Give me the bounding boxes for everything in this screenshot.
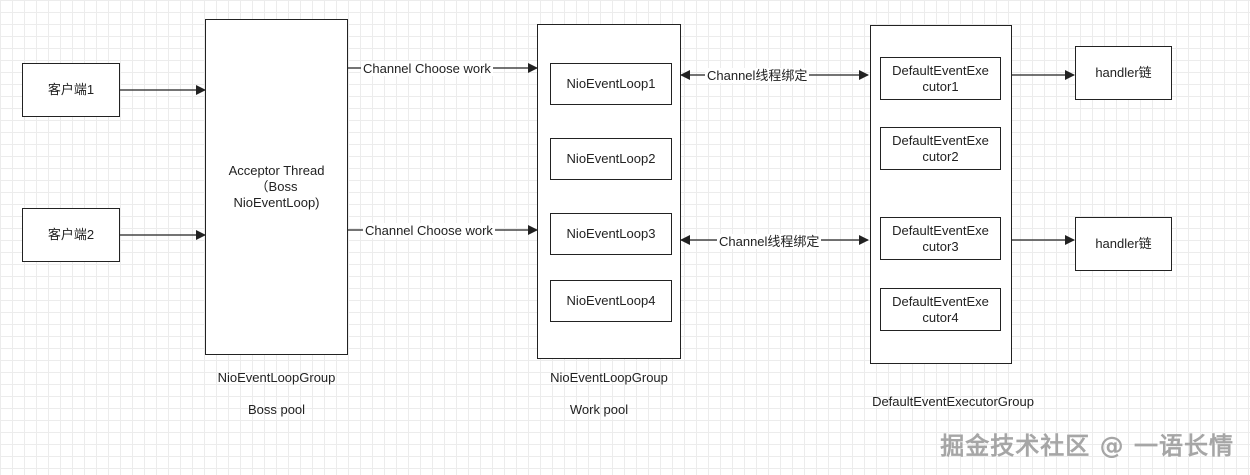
acceptor-thread-label: Acceptor Thread （Boss NioEventLoop) [228, 163, 325, 210]
edge-label-bind-2: Channel线程绑定 [717, 234, 822, 249]
nio-event-loop-3: NioEventLoop3 [550, 213, 672, 255]
executor-1-label: DefaultEventExe cutor1 [892, 62, 989, 94]
watermark: 掘金技术社区 @ 一语长情 [940, 432, 1234, 460]
boss-pool-label: Boss pool [247, 402, 306, 417]
handler-chain-1: handler链 [1075, 46, 1172, 100]
handler-chain-2: handler链 [1075, 217, 1172, 271]
acceptor-thread-box: Acceptor Thread （Boss NioEventLoop) [205, 19, 348, 355]
work-group-label: NioEventLoopGroup [550, 370, 668, 385]
nio-event-loop-2-label: NioEventLoop2 [566, 151, 656, 166]
executor-3-label: DefaultEventExe cutor3 [892, 222, 989, 254]
client-1-box: 客户端1 [22, 63, 120, 117]
work-pool-label: Work pool [569, 402, 629, 417]
executor-group-label: DefaultEventExecutorGroup [872, 394, 1034, 409]
executor-4: DefaultEventExe cutor4 [880, 288, 1001, 331]
handler-chain-2-label: handler链 [1095, 236, 1152, 251]
executor-2: DefaultEventExe cutor2 [880, 127, 1001, 170]
edge-label-bind-1: Channel线程绑定 [705, 68, 810, 83]
boss-group-label: NioEventLoopGroup [217, 370, 336, 385]
nio-event-loop-3-label: NioEventLoop3 [566, 226, 656, 241]
nio-event-loop-1: NioEventLoop1 [550, 63, 672, 105]
nio-event-loop-1-label: NioEventLoop1 [566, 76, 656, 91]
edge-label-choose-work-2: Channel Choose work [363, 223, 495, 238]
client-1-label: 客户端1 [47, 82, 95, 97]
executor-2-label: DefaultEventExe cutor2 [892, 132, 989, 164]
handler-chain-1-label: handler链 [1095, 65, 1152, 80]
executor-1: DefaultEventExe cutor1 [880, 57, 1001, 100]
client-2-box: 客户端2 [22, 208, 120, 262]
executor-3: DefaultEventExe cutor3 [880, 217, 1001, 260]
edge-label-choose-work-1: Channel Choose work [361, 61, 493, 76]
nio-event-loop-4-label: NioEventLoop4 [566, 293, 656, 308]
nio-event-loop-2: NioEventLoop2 [550, 138, 672, 180]
client-2-label: 客户端2 [47, 227, 95, 242]
nio-event-loop-4: NioEventLoop4 [550, 280, 672, 322]
executor-4-label: DefaultEventExe cutor4 [892, 293, 989, 325]
